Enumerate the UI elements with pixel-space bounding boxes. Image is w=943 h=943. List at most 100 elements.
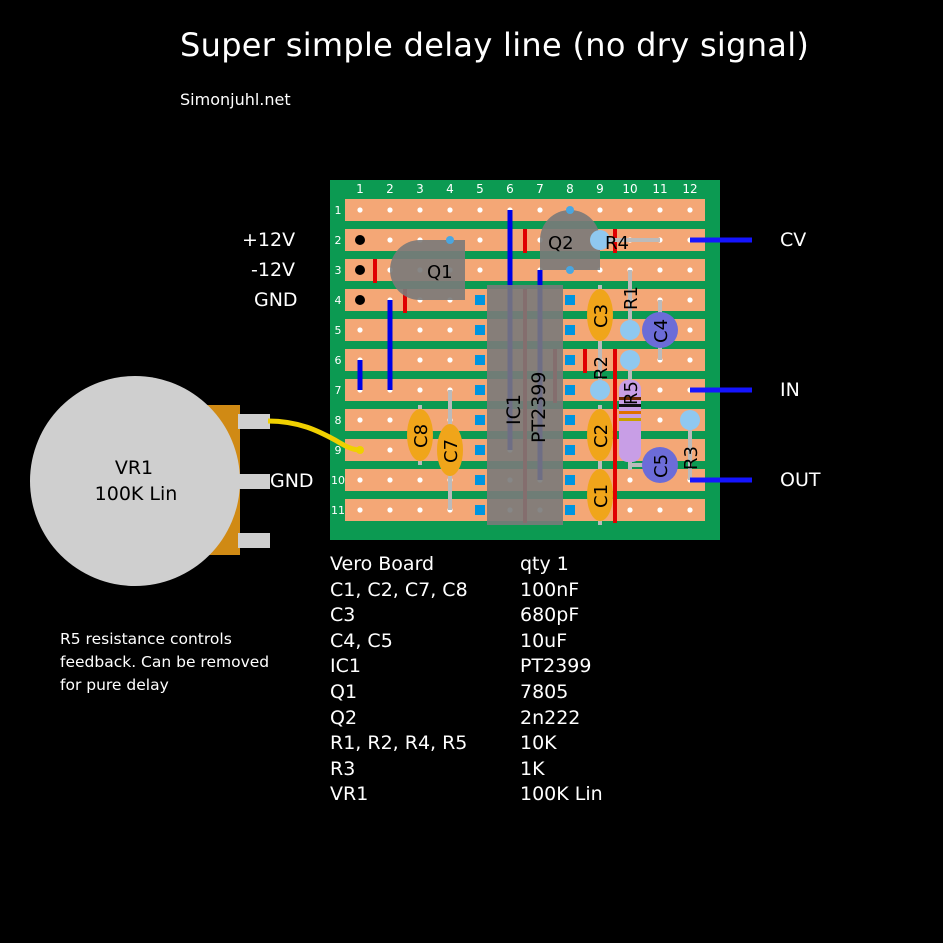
ic1-pin [475,475,485,485]
strip-hole [627,477,633,483]
r4-label: R4 [605,233,629,254]
q1-label: Q1 [427,262,453,283]
column-label: 6 [506,182,514,196]
strip-hole [657,417,663,423]
resistor-r2: R2 [590,345,612,400]
pot-lug-middle [238,474,270,489]
ic1-chip: IC1 PT2399 [475,285,575,525]
part-reference: Vero Board [330,553,435,575]
part-reference: R1, R2, R4, R5 [330,732,468,755]
ic1-pin [475,445,485,455]
ic1-pin [475,505,485,515]
label-in: IN [780,379,800,401]
strip-hole [687,357,693,363]
strip-hole [657,207,663,213]
ic1-pin [475,415,485,425]
strip-hole [387,477,393,483]
parts-list-row: VR1 100K Lin [330,782,603,808]
part-value: 1K [520,757,545,780]
part-reference: C3 [330,604,356,627]
label-cv: CV [780,229,807,251]
parts-list-row: R3 1K [330,757,603,783]
copper-strip [345,199,705,221]
part-reference: Q1 [330,680,358,703]
resistor-r1: R1 [620,270,642,340]
strip-hole [357,327,363,333]
pot-lug-bottom [238,533,270,548]
pot-lug-top [238,414,270,429]
capacitor-c5: C5 [630,447,678,483]
part-reference: C4, C5 [330,629,393,652]
ic1-pin [565,295,575,305]
c3-body [587,289,613,341]
strip-hole [417,477,423,483]
strip-hole [417,327,423,333]
strip-hole [357,507,363,513]
strip-hole [357,417,363,423]
part-value: qty 1 [520,553,569,575]
strip-hole [477,267,483,273]
c1-label: C1 [591,484,612,508]
row-label: 11 [331,504,345,517]
q2-body [540,210,600,270]
capacitor-c2: C2 [587,405,613,465]
r3-label: R3 [681,446,702,470]
strip-hole [537,207,543,213]
c3-label: C3 [591,304,612,328]
column-label: 3 [416,182,424,196]
strip-hole [447,327,453,333]
column-label: 12 [682,182,697,196]
row-label: 5 [335,324,342,337]
q2-lead [566,266,574,274]
strip-hole [657,507,663,513]
transistor-q1: Q1 [390,236,465,300]
site-name: Simonjuhl.net [180,90,291,109]
strip-hole [417,387,423,393]
c5-body [642,447,678,483]
r3-end [680,410,700,430]
c8-label: C8 [411,424,432,448]
ic1-pin [565,325,575,335]
c7-label: C7 [441,439,462,463]
page-title: Super simple delay line (no dry signal) [180,26,810,64]
column-label: 5 [476,182,484,196]
column-label: 1 [356,182,364,196]
strip-hole [387,237,393,243]
column-label: 7 [536,182,544,196]
ic1-pin [565,385,575,395]
resistor-r4: R4 [590,230,660,254]
column-label: 10 [622,182,637,196]
part-value: 10K [520,732,557,755]
part-reference: VR1 [330,783,369,806]
part-reference: IC1 [330,655,361,678]
c8-body [407,409,433,461]
power-pad-minus12 [355,265,365,275]
capacitor-c8: C8 [407,405,433,465]
strip-hole [687,507,693,513]
ic1-pin [475,385,485,395]
column-label: 4 [446,182,454,196]
part-reference: R3 [330,757,356,780]
strip-hole [387,507,393,513]
part-reference: Q2 [330,706,358,729]
strip-hole [687,297,693,303]
resistor-r5: R5 [619,350,642,470]
strip-hole [687,207,693,213]
resistor-r3: R3 [680,410,702,480]
pot-name: VR1 [115,457,153,479]
strip-hole [477,237,483,243]
capacitor-c4: C4 [642,300,678,360]
c1-body [587,469,613,521]
strip-hole [627,507,633,513]
row-label: 1 [335,204,342,217]
c4-body [642,312,678,348]
part-value: 100K Lin [520,783,603,806]
label-gnd-power: GND [254,289,298,311]
power-pad-gnd [355,295,365,305]
r5-band [619,404,641,407]
row-label: 4 [335,294,342,307]
